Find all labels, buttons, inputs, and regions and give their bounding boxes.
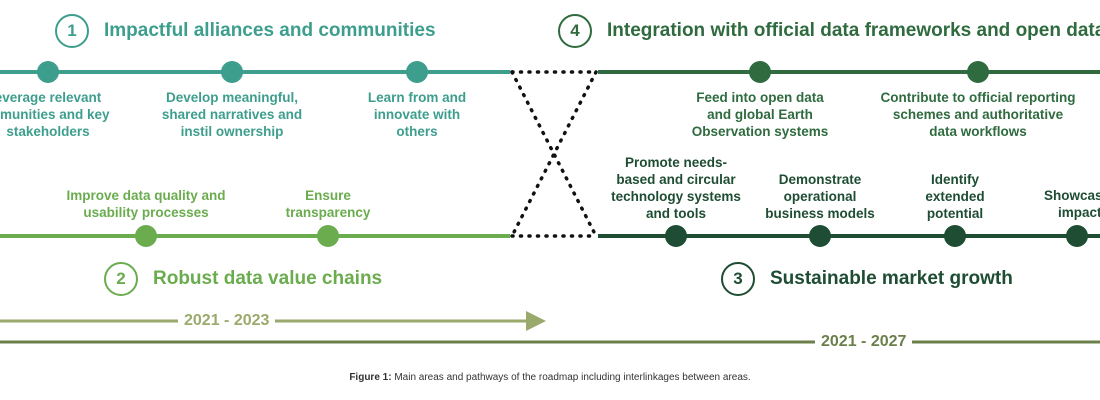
area1-number-badge: 1 — [55, 14, 89, 48]
area1-step-label-2: Develop meaningful,shared narratives and… — [161, 90, 303, 139]
timeline-long-label: 2021 - 2027 — [815, 332, 913, 352]
area4-number-badge: 4 — [558, 14, 592, 48]
figure-caption-text: Main areas and pathways of the roadmap i… — [391, 372, 751, 383]
figure-caption-label: Figure 1: — [349, 372, 392, 383]
area4-step-dot-1 — [749, 61, 771, 83]
area1-step-dot-1 — [37, 61, 59, 83]
area3-step-dot-2 — [809, 225, 831, 247]
area1-step-dot-3 — [406, 61, 428, 83]
area2-title: Robust data value chains — [153, 268, 383, 289]
timeline-short-label: 2021 - 2023 — [178, 311, 276, 331]
figure-caption: Figure 1: Main areas and pathways of the… — [0, 372, 1100, 383]
area3-step-dot-4 — [1066, 225, 1088, 247]
area1-step-dot-2 — [221, 61, 243, 83]
area2-step-dot-1 — [135, 225, 157, 247]
area4-step-dot-2 — [967, 61, 989, 83]
area3-title: Sustainable market growth — [770, 268, 1013, 289]
crossing-connector — [510, 70, 598, 238]
area1-title: Impactful alliances and communities — [104, 20, 436, 41]
area4-title: Integration with official data framework… — [607, 20, 1100, 41]
area2-number-badge: 2 — [104, 262, 138, 296]
area3-number-badge: 3 — [721, 262, 755, 296]
area3-step-dot-3 — [944, 225, 966, 247]
timeline-short-arrowhead — [526, 311, 546, 331]
area3-step-dot-1 — [665, 225, 687, 247]
area2-step-dot-2 — [317, 225, 339, 247]
